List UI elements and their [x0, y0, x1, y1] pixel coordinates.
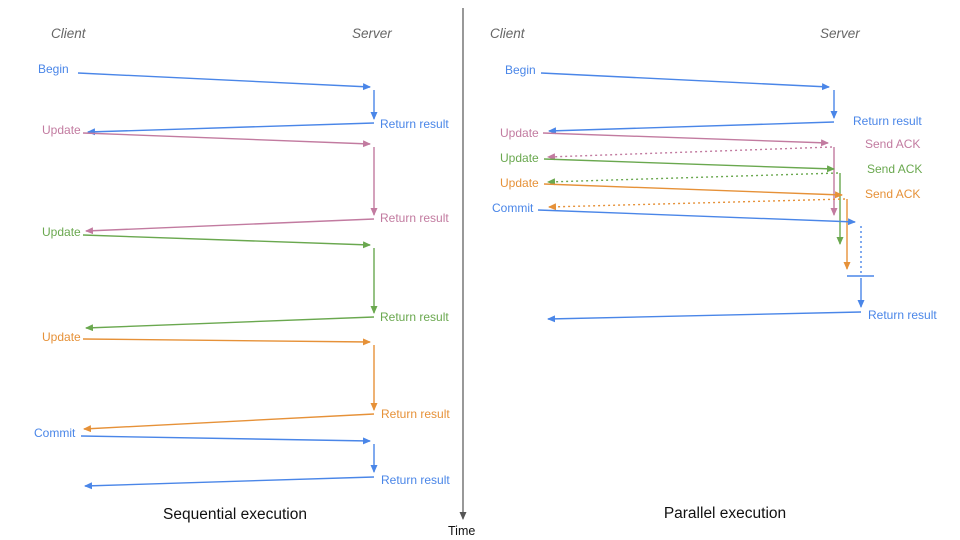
seq-commit-label: Commit: [34, 426, 76, 440]
par-update3-label: Update: [500, 176, 539, 190]
par-update1-ack-arrow: [547, 146, 833, 161]
seq-client-header: Client: [51, 26, 86, 41]
seq-begin-response-label: Return result: [380, 117, 449, 131]
seq-update2-label: Update: [42, 225, 81, 239]
seq-commit-request-arrow: [80, 435, 371, 445]
seq-commit-response-label: Return result: [381, 473, 450, 487]
par-commit-return-arrow: [547, 311, 862, 323]
par-update2-ack-arrow: [547, 172, 839, 186]
seq-begin-label: Begin: [38, 62, 69, 76]
par-update2-label: Update: [500, 151, 539, 165]
par-commit-response-label: Return result: [868, 308, 937, 322]
par-commit-label: Commit: [492, 201, 534, 215]
seq-update1-label: Update: [42, 123, 81, 137]
par-update1-label: Update: [500, 126, 539, 140]
par-server-header: Server: [820, 26, 860, 41]
par-update3-ack-arrow: [548, 198, 846, 211]
par-caption: Parallel execution: [663, 505, 787, 522]
par-begin-response-label: Return result: [853, 114, 922, 128]
par-update2-response-label: Send ACK: [867, 162, 923, 176]
par-begin-return-arrow: [548, 121, 835, 135]
seq-update1-return-arrow: [85, 218, 375, 235]
par-update1-response-label: Send ACK: [865, 137, 921, 151]
par-commit-request-arrow: [537, 209, 856, 226]
seq-update3-return-arrow: [83, 413, 375, 433]
par-begin-label: Begin: [505, 63, 536, 77]
par-client-header: Client: [490, 26, 525, 41]
seq-begin-return-arrow: [87, 122, 375, 136]
seq-caption: Sequential execution: [163, 506, 307, 523]
par-begin-request-arrow: [540, 72, 830, 91]
seq-update3-label: Update: [42, 330, 81, 344]
seq-update3-response-label: Return result: [381, 407, 450, 421]
seq-update2-return-arrow: [85, 316, 375, 332]
seq-server-header: Server: [352, 26, 392, 41]
par-update3-response-label: Send ACK: [865, 187, 921, 201]
seq-update2-request-arrow: [82, 234, 371, 249]
seq-update2-response-label: Return result: [380, 310, 449, 324]
seq-update1-response-label: Return result: [380, 211, 449, 225]
seq-update3-request-arrow: [82, 338, 371, 346]
par-update3-request-arrow: [543, 183, 843, 199]
par-update2-request-arrow: [543, 158, 835, 173]
par-update1-request-arrow: [542, 132, 829, 147]
seq-begin-request-arrow: [77, 72, 371, 91]
time-axis-label: Time: [448, 524, 476, 538]
seq-update1-request-arrow: [82, 132, 371, 148]
seq-commit-return-arrow: [84, 476, 375, 490]
